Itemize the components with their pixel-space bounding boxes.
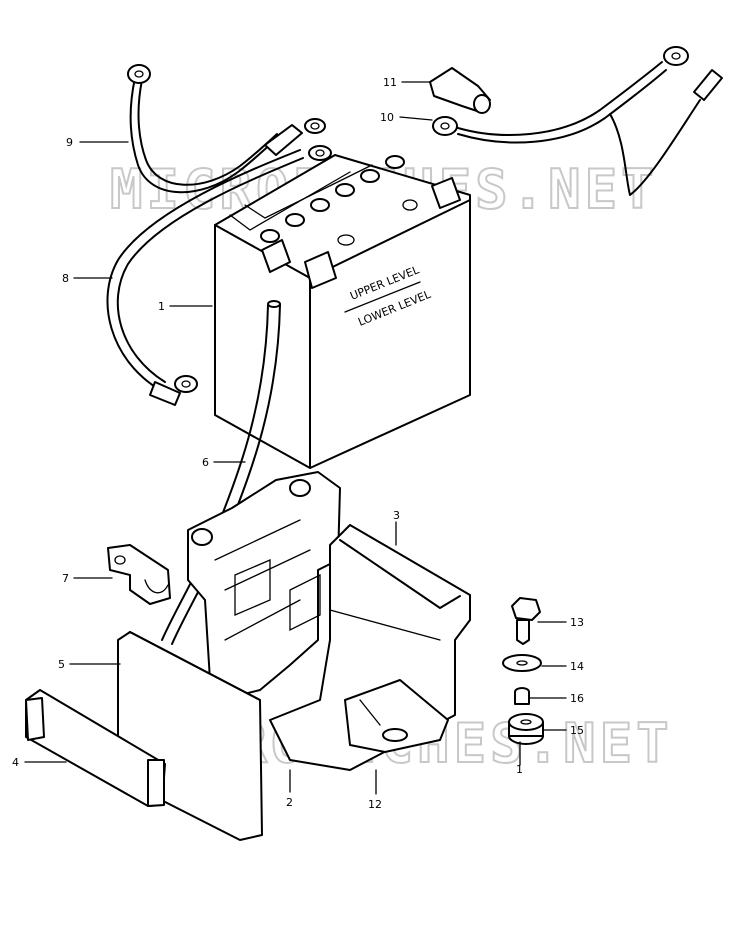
callout-1: 1 bbox=[158, 300, 165, 313]
bolt bbox=[511, 597, 541, 645]
callout-2: 2 bbox=[286, 796, 293, 809]
rubber-band bbox=[25, 689, 166, 807]
terminal-cap bbox=[429, 67, 491, 114]
cushion bbox=[508, 713, 544, 745]
callout-7: 7 bbox=[62, 572, 69, 585]
callout-10: 10 bbox=[380, 111, 394, 124]
battery-holder bbox=[187, 471, 341, 696]
washer bbox=[502, 654, 542, 672]
battery: UPPER LEVEL LOWER LEVEL bbox=[214, 154, 471, 469]
callout-8: 8 bbox=[62, 272, 69, 285]
callout-5: 5 bbox=[58, 658, 65, 671]
callout-13: 13 bbox=[570, 616, 584, 629]
callout-11: 11 bbox=[383, 76, 397, 89]
callout-4: 4 bbox=[12, 756, 19, 769]
leader-lines bbox=[24, 81, 567, 795]
negative-lead-wire bbox=[127, 64, 326, 194]
tube-clamp bbox=[107, 544, 171, 605]
callout-14: 14 bbox=[570, 660, 584, 673]
callout-3: 3 bbox=[393, 509, 400, 522]
callout-6: 6 bbox=[202, 456, 209, 469]
main-harness-wire bbox=[432, 46, 723, 196]
positive-lead-wire bbox=[106, 145, 332, 406]
callout-9: 9 bbox=[66, 136, 73, 149]
collar bbox=[514, 687, 530, 705]
callout-12: 12 bbox=[368, 798, 382, 811]
battery-tray bbox=[269, 524, 471, 771]
callout-15: 15 bbox=[570, 724, 584, 737]
callout-16: 16 bbox=[570, 692, 584, 705]
callout-1-bolt: 1 bbox=[516, 763, 523, 776]
